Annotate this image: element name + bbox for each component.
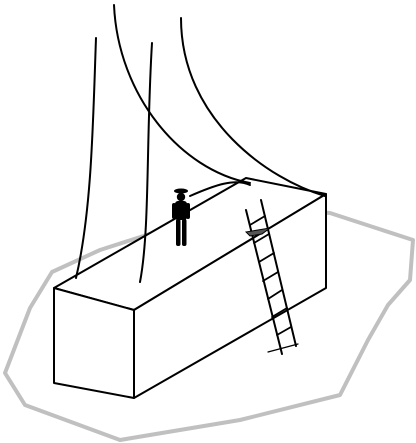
cable-left-inner [139,42,153,283]
worker-left-leg [176,219,181,246]
worker-figure [172,188,190,246]
suspension-cables [75,4,326,283]
worker-right-arm [186,203,190,219]
cable-center-curve [113,4,251,184]
ladder-right-rail [260,199,297,347]
worker-hat [174,188,188,194]
ladder-rungs [249,215,292,336]
worker-torso [175,201,187,220]
cable-left-outer [75,37,97,279]
ladder-top-hook [244,227,271,237]
ladder-foot-pad [267,343,299,353]
ladder [244,199,299,355]
worker-left-arm [172,203,176,219]
worker-right-leg [182,219,187,246]
cable-right-curve [180,17,326,197]
rectangular-block [53,177,327,399]
cable-top-sag [189,181,251,197]
worker-head [176,192,186,202]
